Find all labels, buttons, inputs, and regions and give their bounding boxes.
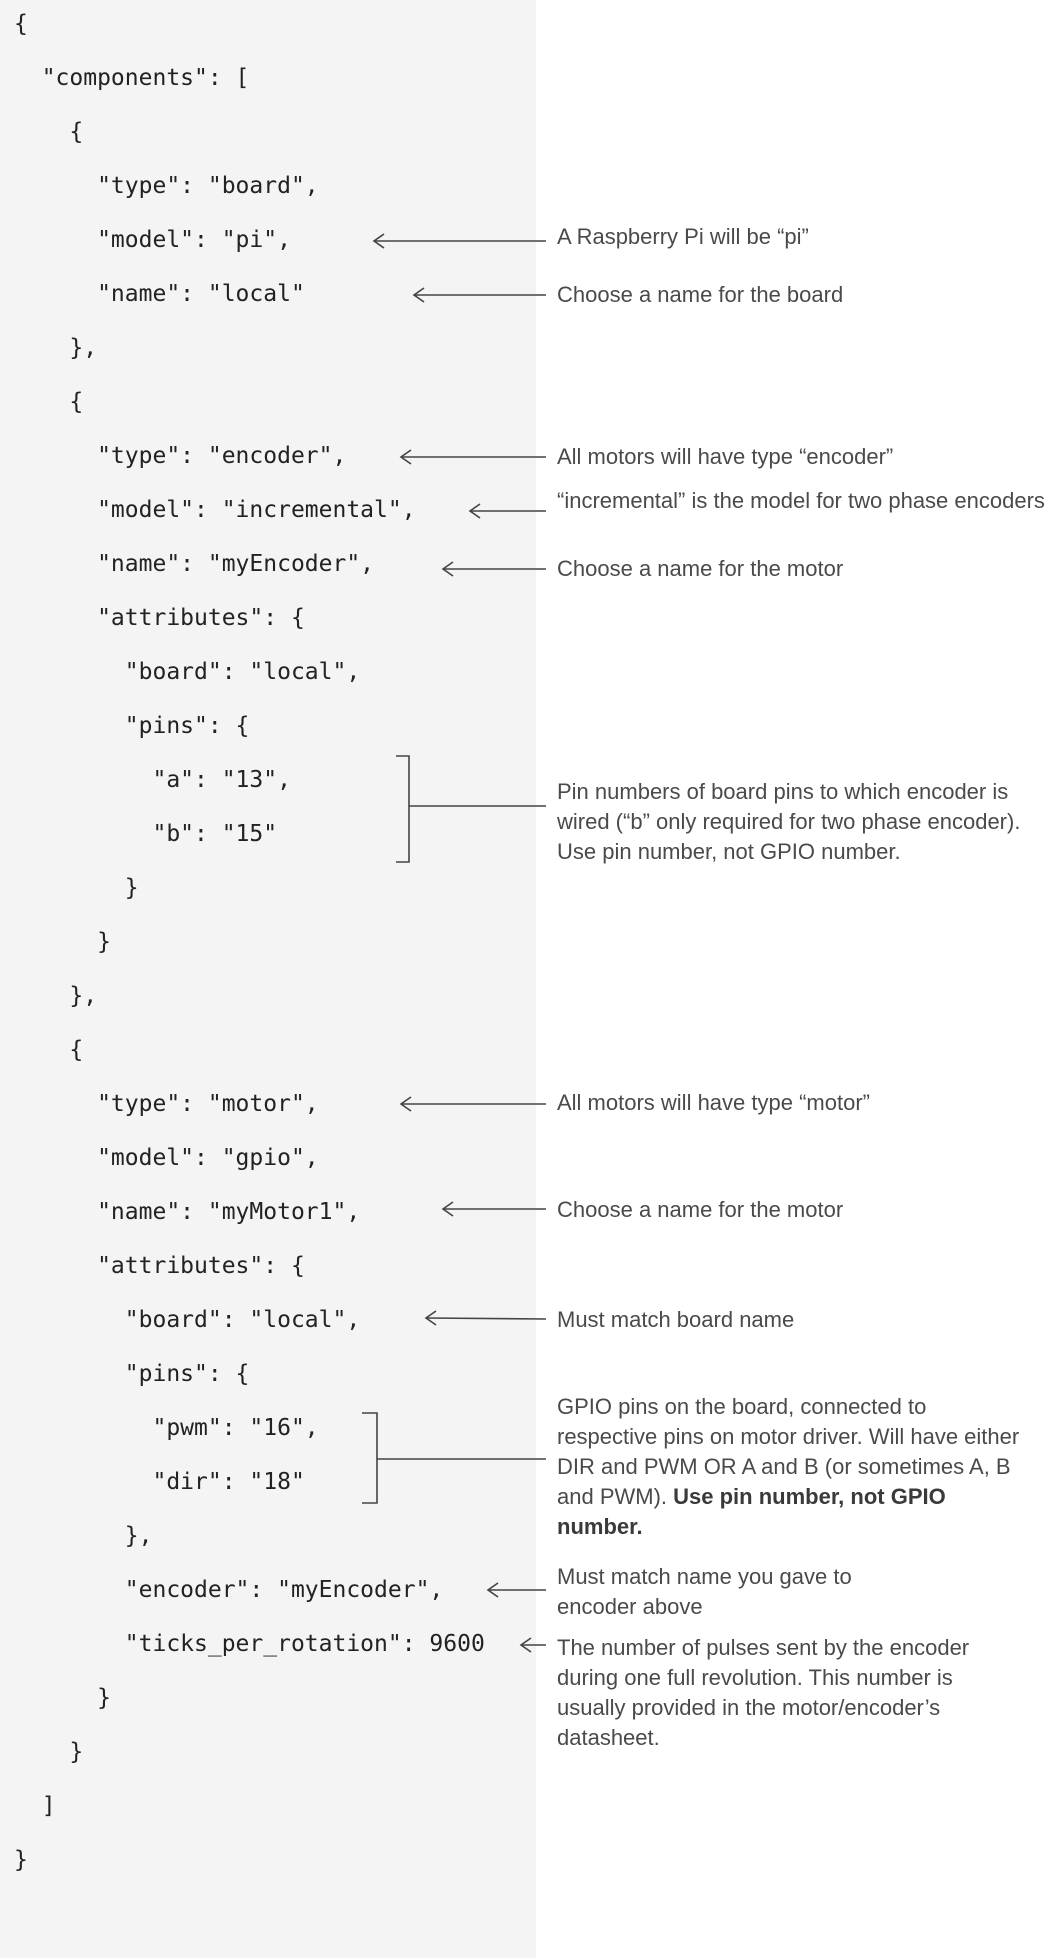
code-line: "ticks_per_rotation": 9600 <box>14 1631 485 1657</box>
arrow-encoder-name <box>441 561 546 577</box>
arrow-encoder-model <box>468 503 546 519</box>
code-line: "type": "encoder", <box>14 443 347 469</box>
code-line: { <box>14 1037 84 1063</box>
code-line: "attributes": { <box>14 605 305 631</box>
note-motor-encoder: Must match name you gave to encoder abov… <box>557 1564 852 1619</box>
code-line: ] <box>14 1793 56 1819</box>
code-line: "name": "myMotor1", <box>14 1199 361 1225</box>
code-line: }, <box>14 1523 153 1549</box>
json-code-panel: { "components": [ { "type": "board", "mo… <box>0 0 536 1958</box>
note-motor-name: Choose a name for the motor <box>557 1197 844 1222</box>
code-line: }, <box>14 335 98 361</box>
code-line: "type": "motor", <box>14 1091 319 1117</box>
code-line: "name": "myEncoder", <box>14 551 375 577</box>
note-ticks: The number of pulses sent by the encoder… <box>557 1635 970 1750</box>
code-line: } <box>14 1685 111 1711</box>
code-line: "pwm": "16", <box>14 1415 319 1441</box>
code-line: } <box>14 1739 84 1765</box>
note-motor-pins: GPIO pins on the board, connected to res… <box>557 1392 1027 1542</box>
code-line: "type": "board", <box>14 173 319 199</box>
arrow-motor-name <box>441 1201 546 1217</box>
code-line: "encoder": "myEncoder", <box>14 1577 444 1603</box>
code-line: "pins": { <box>14 1361 250 1387</box>
code-line: } <box>14 929 111 955</box>
code-line: "components": [ <box>14 65 250 91</box>
code-line: { <box>14 119 84 145</box>
code-line: "pins": { <box>14 713 250 739</box>
arrow-motor-type <box>399 1096 546 1112</box>
arrow-motor-board <box>424 1310 547 1326</box>
code-line: "model": "incremental", <box>14 497 416 523</box>
bracket-encoder-pins <box>396 755 546 863</box>
arrow-encoder-type <box>399 449 546 465</box>
code-line: }, <box>14 983 98 1009</box>
code-line: "board": "local", <box>14 659 361 685</box>
code-line: "board": "local", <box>14 1307 361 1333</box>
code-line: } <box>14 1847 28 1873</box>
arrow-ticks <box>519 1637 546 1653</box>
code-line: "dir": "18" <box>14 1469 305 1495</box>
note-motor-board: Must match board name <box>557 1307 795 1332</box>
note-encoder-name: Choose a name for the motor <box>557 556 844 581</box>
code-line: "model": "gpio", <box>14 1145 319 1171</box>
arrow-board-name <box>412 287 546 303</box>
code-line: "b": "15" <box>14 821 278 847</box>
note-board-model: A Raspberry Pi will be “pi” <box>557 224 809 249</box>
note-motor-pins-bold: Use pin number, not GPIO number. <box>557 1484 946 1539</box>
bracket-motor-pins <box>362 1412 546 1504</box>
note-encoder-type: All motors will have type “encoder” <box>557 444 894 469</box>
code-line: "model": "pi", <box>14 227 291 253</box>
code-line: "attributes": { <box>14 1253 305 1279</box>
code-line: } <box>14 875 139 901</box>
note-encoder-pins: Pin numbers of board pins to which encod… <box>557 779 1021 864</box>
code-line: "a": "13", <box>14 767 291 793</box>
arrow-board-model <box>372 233 546 249</box>
note-board-name: Choose a name for the board <box>557 282 844 307</box>
code-line: "name": "local" <box>14 281 305 307</box>
code-line: { <box>14 11 28 37</box>
arrow-motor-encoder <box>486 1582 546 1598</box>
note-motor-type: All motors will have type “motor” <box>557 1090 870 1115</box>
note-encoder-model: “incremental” is the model for two phase… <box>557 488 1045 513</box>
code-line: { <box>14 389 84 415</box>
note-motor-pins-text: GPIO pins on the board, connected to res… <box>557 1394 1020 1509</box>
